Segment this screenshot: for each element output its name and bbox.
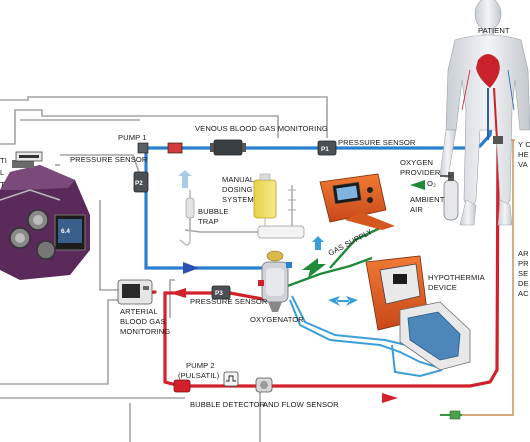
left-pressure-display — [15, 151, 43, 162]
oxygen-provider-label-2: PROVIDER — [400, 168, 441, 177]
hypothermia-label-1: HYPOTHERMIA — [428, 273, 486, 282]
right-ar-label-5: AC — [518, 289, 529, 298]
bubble-detector-label: BUBBLE DETECTOR — [190, 400, 266, 409]
ecmo-console-image: 6.4 — [0, 160, 90, 280]
gas-supply-label: GAS SUPPLY — [327, 227, 374, 258]
hypothermia-device — [365, 255, 471, 371]
left-cut-label-2: L — [0, 168, 4, 177]
up-arrow-left — [178, 170, 192, 188]
venous-monitoring-label: VENOUS BLOOD GAS MONITORING — [195, 124, 328, 133]
right-y-label-2: HE — [518, 150, 529, 159]
arterial-monitoring-label-2: BLOOD GAS — [120, 317, 166, 326]
pressure-sensor-oxy-label: PRESSURE SENSOR — [190, 297, 268, 306]
pressure-sensor-p3: P3 — [211, 285, 231, 300]
o2-arrow — [410, 180, 425, 190]
hypothermia-label-2: DEVICE — [428, 283, 457, 292]
venous-flow-arrow — [183, 262, 199, 274]
arterial-monitoring-label-3: MONITORING — [120, 327, 170, 336]
right-ar-label-2: PR — [518, 259, 529, 268]
arterial-gas-monitor-device — [117, 279, 153, 305]
svg-text:P3: P3 — [215, 290, 223, 297]
manual-dosing-label-3: SYSTEM — [222, 195, 254, 204]
arterial-flow-arrow-1 — [170, 288, 186, 298]
patient-figure — [439, 0, 530, 226]
ambient-air-label-2: AIR — [410, 205, 423, 214]
y-connector — [493, 136, 503, 144]
right-y-label-1: Y C — [518, 140, 530, 149]
oxygenator-label: OXYGENATOR — [250, 315, 304, 324]
bubble-trap-label-2: TRAP — [198, 217, 219, 226]
manual-dosing-label-1: MANUAL — [222, 175, 254, 184]
right-ar-label-4: DE — [518, 279, 529, 288]
heart-icon — [476, 54, 500, 88]
pump2-label-2: (PULSATIL) — [178, 371, 220, 380]
pressure-sensor-left-label: PRESSURE SENSOR — [70, 155, 148, 164]
bubble-detector-device — [255, 377, 273, 393]
venous-gas-monitor-device — [210, 139, 246, 156]
o2-label: O₂ — [427, 179, 436, 188]
gas-blender-device — [319, 173, 395, 230]
left-cut-label-1: TI — [0, 156, 7, 165]
oxygenator-device — [258, 250, 292, 312]
svg-text:P1: P1 — [321, 146, 329, 153]
right-green-connector — [449, 410, 461, 420]
pump1-label: PUMP 1 — [118, 133, 147, 142]
right-y-label-3: VA — [518, 160, 529, 169]
oxygen-provider-label-1: OXYGEN — [400, 158, 433, 167]
pulse-wave-icon — [226, 375, 236, 382]
pressure-sensor-p2: P2 — [133, 171, 149, 193]
svg-text:6.4: 6.4 — [61, 228, 70, 235]
oxygen-cylinder — [440, 172, 459, 221]
right-ar-label-3: SE — [518, 269, 528, 278]
pump1-connector — [137, 142, 183, 154]
water-arrow — [328, 296, 358, 306]
pump2-label-1: PUMP 2 — [186, 361, 215, 370]
bubble-trap-label-1: BUBBLE — [198, 207, 229, 216]
left-cut-label-3: T — [0, 180, 5, 189]
ambient-air-label-1: AMBIENT — [410, 195, 445, 204]
pressure-sensor-p1: P1 — [317, 140, 337, 156]
pump2-device — [173, 371, 239, 393]
svg-text:P2: P2 — [135, 180, 143, 187]
gas-supply-arrow — [302, 258, 326, 278]
pressure-sensor-top-label: PRESSURE SENSOR — [338, 138, 416, 147]
bubble-trap-device — [179, 190, 195, 246]
patient-label: PATIENT — [478, 26, 510, 35]
manual-dosing-label-2: DOSING — [222, 185, 253, 194]
arterial-flow-arrow-2 — [382, 393, 398, 403]
up-arrow-right — [312, 236, 324, 250]
gas-supply-line — [281, 226, 381, 290]
manual-dosing-bag — [253, 173, 305, 239]
right-ar-label-1: AR — [518, 249, 529, 258]
flow-sensor-label: AND FLOW SENSOR — [263, 400, 339, 409]
arterial-monitoring-label-1: ARTERIAL — [120, 307, 158, 316]
